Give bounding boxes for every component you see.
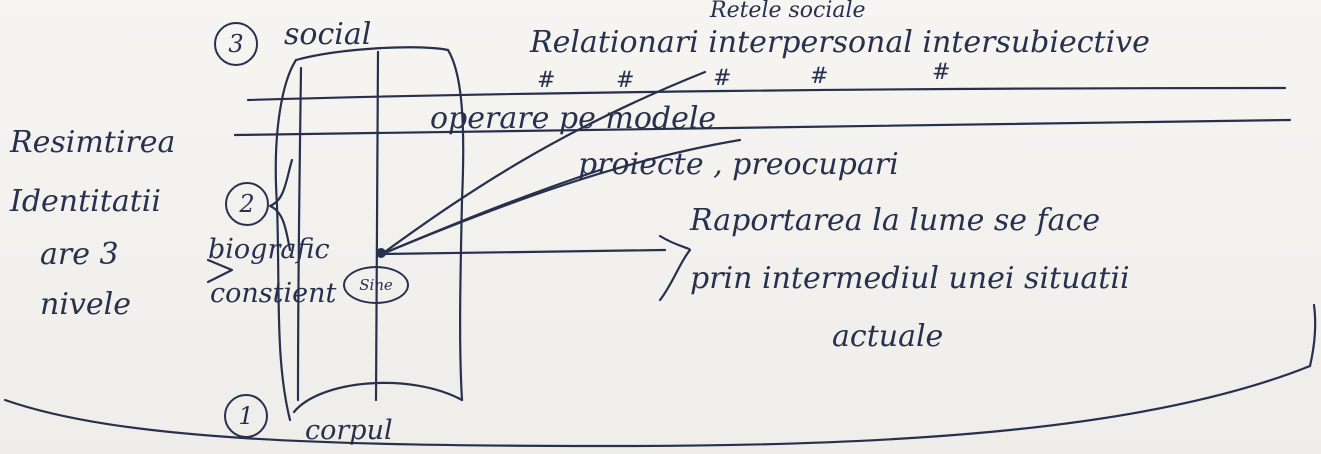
- pillar-inner-right: [374, 50, 380, 402]
- level-3-badge: 3: [214, 22, 258, 66]
- level-conscious-label: constient: [210, 278, 337, 309]
- level-social-label: social: [284, 17, 372, 52]
- pillar-outer-left: [274, 58, 298, 422]
- self-oval: Sine: [343, 266, 409, 304]
- left-note-line-2: Identitatii: [10, 184, 161, 219]
- level-1-badge: 1: [224, 394, 268, 438]
- relations-line: Relationari interpersonal intersubiectiv…: [530, 25, 1150, 60]
- right-note-line-1: Raportarea la lume se face: [690, 203, 1101, 238]
- projects-concerns: proiecte , preocupari: [578, 147, 899, 182]
- mark-2: #: [616, 68, 635, 93]
- top-title: Retele sociale: [710, 0, 866, 23]
- left-arrow: [206, 258, 234, 284]
- level-body-label: corpul: [305, 415, 393, 446]
- ray-1: [380, 70, 707, 256]
- pillar-base: [292, 381, 464, 414]
- left-note-line-3: are 3: [40, 237, 119, 272]
- level-2-badge: 2: [225, 182, 269, 226]
- left-brace: [268, 158, 294, 252]
- right-brace: [658, 234, 692, 302]
- mark-3: #: [713, 66, 732, 91]
- pillar-outer-right: [446, 48, 465, 402]
- right-note-line-2: prin intermediul unei situatii: [690, 261, 1130, 296]
- ray-3: [380, 168, 602, 256]
- self-point: [376, 248, 386, 258]
- mark-4: #: [810, 64, 829, 89]
- left-note-line-4: nivele: [40, 287, 131, 322]
- right-note-line-3: actuale: [832, 319, 944, 354]
- mark-1: #: [537, 68, 556, 93]
- page-edge-curve: [3, 364, 1312, 448]
- page-edge-right: [1308, 303, 1317, 368]
- left-note-line-1: Resimtirea: [10, 125, 176, 160]
- rule-line-mid: [233, 118, 1292, 137]
- mark-5: #: [932, 60, 951, 85]
- level-biographic-label: biografic: [208, 234, 330, 265]
- rule-line-top: [246, 86, 1287, 102]
- pillar-inner-left: [296, 66, 303, 402]
- operate-on-models: operare pe modele: [430, 101, 717, 136]
- ray-4: [380, 248, 667, 256]
- pillar-top: [294, 46, 450, 62]
